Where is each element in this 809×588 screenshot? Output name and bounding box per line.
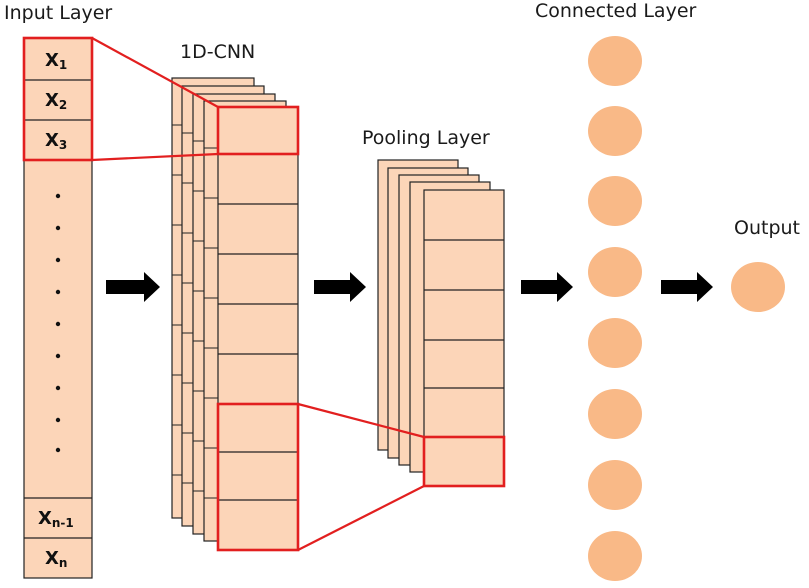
cnn-label: 1D-CNN: [180, 41, 255, 63]
neuron-5: [588, 318, 642, 368]
pool-map-front: [423, 189, 505, 487]
neuron-2: [588, 106, 642, 156]
projection-line-pool-bottom: [297, 485, 425, 551]
cnn-bottom-highlight-box: [216, 402, 300, 552]
input-cell-x2: X2: [45, 90, 67, 112]
output-label: Output: [734, 217, 800, 239]
input-cell-xn: Xn: [45, 548, 67, 570]
cnn-map-front: [217, 106, 299, 551]
input-cell-x1: X1: [45, 50, 67, 72]
arrow-input-to-cnn: [106, 272, 160, 302]
cnn-top-highlight-box: [216, 105, 300, 156]
input-layer: X1 X2 X3 Xn-1 Xn: [22, 36, 94, 579]
input-highlight-box: [22, 36, 94, 162]
neuron-6: [588, 389, 642, 439]
input-layer-label: Input Layer: [4, 2, 112, 24]
arrow-connected-to-output: [661, 272, 713, 302]
neuron-7: [588, 460, 642, 510]
neuron-4: [588, 247, 642, 297]
projection-line-pool-top: [297, 402, 425, 439]
input-cell-xn-1: Xn-1: [38, 508, 74, 530]
input-cell-x3: X3: [45, 130, 67, 152]
projection-line-top: [91, 37, 219, 108]
connected-layer: [588, 36, 642, 581]
projection-line-bottom: [91, 152, 219, 162]
pooling-layer-label: Pooling Layer: [362, 127, 490, 149]
connected-layer-label: Connected Layer: [535, 0, 697, 22]
ellipsis-dots: [55, 193, 61, 453]
pool-highlight-box: [422, 435, 506, 488]
input-column: [23, 37, 93, 579]
cnn-layer: [171, 77, 300, 552]
arrow-pooling-to-connected: [521, 272, 573, 302]
neuron-3: [588, 176, 642, 226]
output-neuron: [731, 262, 785, 312]
arrow-cnn-to-pooling: [314, 272, 366, 302]
neuron-1: [588, 36, 642, 86]
neuron-8: [588, 531, 642, 581]
pooling-layer: [377, 159, 506, 488]
